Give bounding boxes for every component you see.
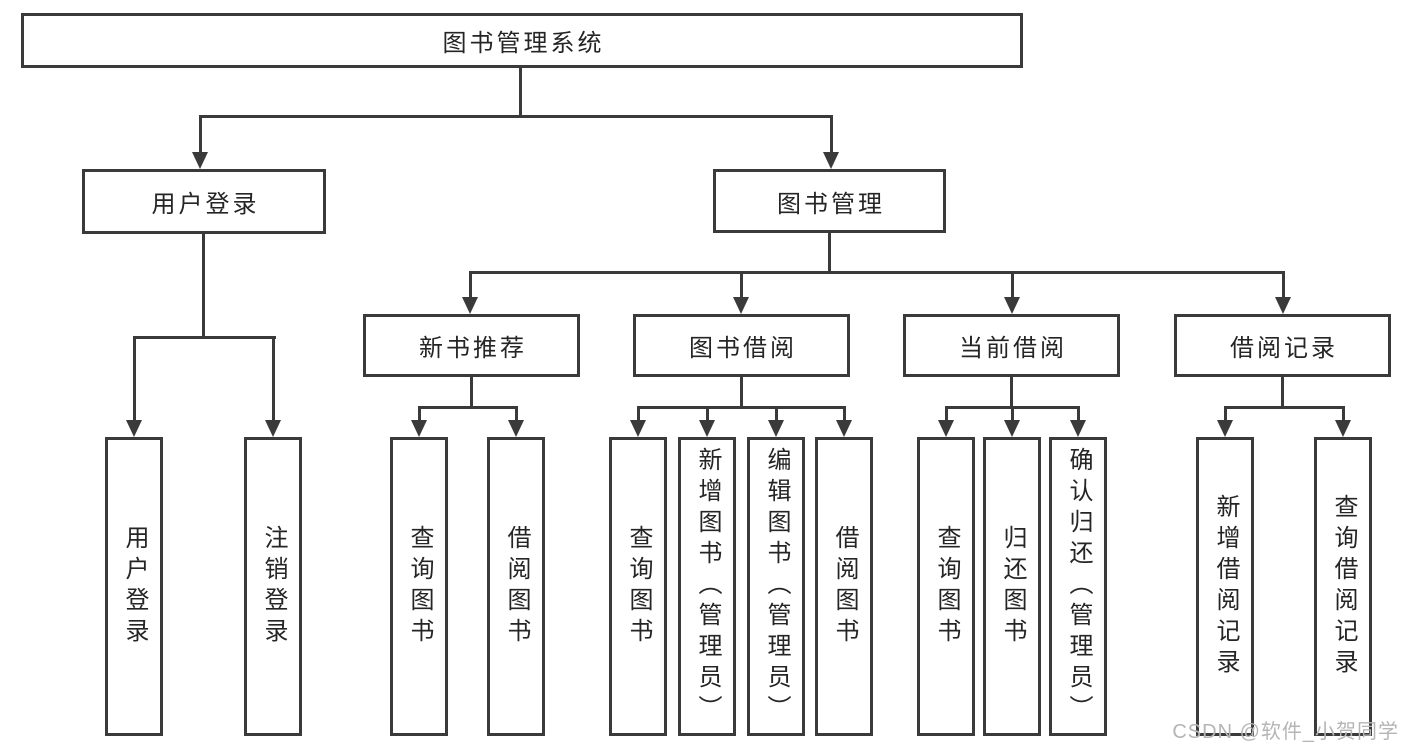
connector-line — [740, 377, 743, 408]
node-label: 查询借阅记录 — [1330, 493, 1357, 680]
leaf-logout: 注销登录 — [244, 437, 302, 736]
arrow-down — [1217, 406, 1233, 437]
leaf-user-login: 用户登录 — [105, 437, 163, 736]
arrow-down — [836, 406, 852, 437]
connector-line — [1281, 377, 1284, 408]
arrow-down — [768, 406, 784, 437]
connector-line — [637, 406, 846, 409]
arrow-down — [1004, 406, 1020, 437]
node-label: 图书借阅 — [689, 335, 797, 362]
node-current-borrowing: 当前借阅 — [903, 314, 1120, 377]
node-root-library-management-system: 图书管理系统 — [21, 13, 1023, 68]
connector-line — [1010, 377, 1013, 408]
node-label: 新增借阅记录 — [1212, 493, 1239, 680]
node-label: 图书管理 — [777, 190, 885, 218]
node-label: 借阅图书 — [831, 524, 858, 649]
leaf-query-books: 查询图书 — [917, 437, 975, 736]
arrow-down — [1335, 406, 1351, 437]
connector-line — [1224, 406, 1345, 409]
node-label: 编辑图书（管理员） — [763, 447, 790, 726]
connector-line — [469, 271, 1285, 274]
node-label: 归还图书 — [999, 524, 1026, 649]
node-label: 确认归还（管理员） — [1065, 447, 1092, 726]
arrow-down — [462, 271, 478, 314]
node-label: 查询图书 — [406, 524, 433, 649]
arrow-down — [126, 336, 142, 437]
node-label: 用户登录 — [121, 524, 148, 649]
node-borrowing-records: 借阅记录 — [1174, 314, 1391, 377]
connector-line — [199, 115, 833, 118]
leaf-borrow-books: 借阅图书 — [815, 437, 873, 736]
node-label: 新增图书（管理员） — [694, 447, 721, 726]
node-label: 用户登录 — [151, 191, 260, 218]
leaf-add-books-admin: 新增图书（管理员） — [678, 437, 736, 736]
node-label: 新书推荐 — [419, 335, 527, 362]
node-user-login: 用户登录 — [82, 169, 326, 234]
connector-line — [828, 233, 831, 273]
arrow-down — [192, 115, 208, 169]
arrow-down — [265, 336, 281, 437]
node-new-book-recommendation: 新书推荐 — [363, 314, 580, 377]
csdn-watermark: CSDN @软件_小贺同学 — [1172, 721, 1399, 743]
arrow-down — [1275, 271, 1291, 314]
leaf-query-books: 查询图书 — [390, 437, 448, 736]
leaf-edit-books-admin: 编辑图书（管理员） — [747, 437, 805, 736]
node-label: 图书管理系统 — [442, 30, 605, 57]
arrow-down — [411, 406, 427, 437]
leaf-query-borrow-record: 查询借阅记录 — [1314, 437, 1372, 736]
leaf-add-borrow-record: 新增借阅记录 — [1196, 437, 1254, 736]
arrow-down — [508, 406, 524, 437]
leaf-return-books: 归还图书 — [983, 437, 1041, 736]
arrow-down — [1004, 271, 1020, 314]
leaf-borrow-books: 借阅图书 — [487, 437, 545, 736]
node-book-management: 图书管理 — [713, 169, 946, 233]
node-label: 当前借阅 — [959, 335, 1067, 362]
connector-line — [133, 336, 276, 339]
connector-line — [202, 234, 205, 338]
node-book-borrowing: 图书借阅 — [633, 314, 850, 377]
arrow-down — [1070, 406, 1086, 437]
node-label: 借阅图书 — [503, 524, 530, 649]
arrow-down — [630, 406, 646, 437]
leaf-query-books: 查询图书 — [609, 437, 667, 736]
connector-line — [470, 377, 473, 408]
node-label: 注销登录 — [260, 524, 287, 649]
node-label: 借阅记录 — [1230, 335, 1338, 362]
arrow-down — [823, 115, 839, 169]
arrow-down — [699, 406, 715, 437]
node-label: 查询图书 — [933, 524, 960, 649]
connector-line — [519, 68, 522, 117]
node-label: 查询图书 — [625, 524, 652, 649]
arrow-down — [938, 406, 954, 437]
arrow-down — [733, 271, 749, 314]
leaf-confirm-return-admin: 确认归还（管理员） — [1049, 437, 1107, 736]
connector-line — [418, 406, 518, 409]
